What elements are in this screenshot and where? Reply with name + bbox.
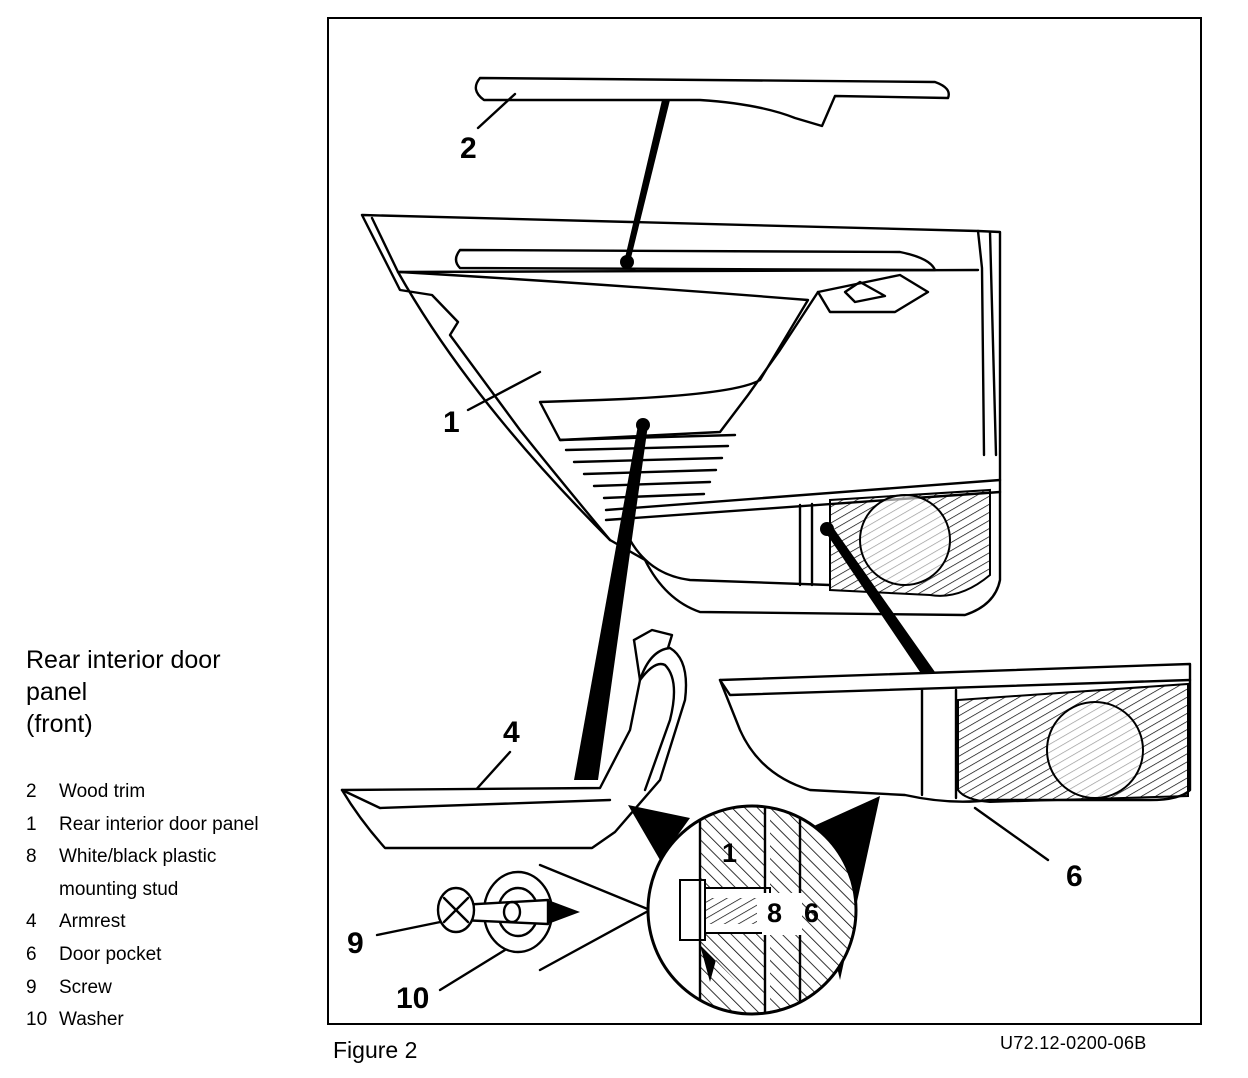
caption-title: Rear interior door panel (front) — [26, 644, 316, 740]
legend-item: 1 Rear interior door panel — [26, 809, 316, 842]
figure-frame — [327, 17, 1202, 1025]
callout-6: 6 — [1066, 860, 1083, 893]
legend-number: 9 — [26, 976, 37, 998]
caption-block: Rear interior door panel (front) 2 Wood t… — [26, 644, 316, 1037]
legend-item: 2 Wood trim — [26, 776, 316, 809]
legend-text: Rear interior door panel — [59, 813, 259, 835]
armrest — [340, 628, 688, 850]
leader-lines — [375, 92, 1050, 992]
callout-2: 2 — [460, 132, 477, 165]
figure-code: U72.12-0200-06B — [1000, 1033, 1147, 1053]
callout-10: 10 — [396, 982, 429, 1015]
inset-label-6: 6 — [804, 898, 819, 928]
callout-4: 4 — [503, 716, 520, 749]
inset-label-1: 1 — [722, 838, 737, 868]
rear-interior-door-panel — [360, 213, 1002, 617]
legend-number: 2 — [26, 781, 37, 802]
wood-trim — [474, 76, 950, 128]
legend-text: Screw — [59, 976, 112, 998]
legend-number: 4 — [26, 911, 37, 933]
legend-number: 8 — [26, 846, 37, 868]
legend-item: 9 Screw — [26, 972, 316, 1005]
legend-number: 1 — [26, 813, 37, 835]
legend-text: Door pocket — [59, 943, 162, 965]
detail-inset: 1 8 6 — [628, 796, 880, 1016]
figure-label: Figure 2 — [333, 1037, 418, 1063]
screw-and-washer — [436, 863, 652, 972]
legend-item: 8 White/black plastic — [26, 841, 316, 874]
callout-9: 9 — [347, 927, 364, 960]
caption-line: (front) — [26, 710, 93, 738]
legend-item: mounting stud — [26, 874, 316, 907]
caption-line: panel — [26, 678, 88, 706]
legend-number: 10 — [26, 1009, 48, 1031]
door-pocket — [718, 662, 1192, 804]
legend-item: 4 Armrest — [26, 906, 316, 939]
legend-item: 10 Washer — [26, 1004, 316, 1037]
inset-label-8: 8 — [767, 898, 782, 928]
legend-text: Armrest — [59, 911, 126, 933]
legend-number: 6 — [26, 943, 37, 965]
legend-text: White/black plastic — [59, 846, 217, 868]
callout-1: 1 — [443, 406, 460, 439]
legend-text: Wood trim — [59, 781, 146, 802]
legend-text: mounting stud — [59, 878, 179, 900]
caption-line: Rear interior door — [26, 646, 221, 674]
legend-item: 6 Door pocket — [26, 939, 316, 972]
legend-text: Washer — [59, 1009, 124, 1031]
parts-legend: 2 Wood trim 1 Rear interior door panel 8 Wh… — [26, 776, 316, 1037]
legend-number — [26, 874, 59, 907]
